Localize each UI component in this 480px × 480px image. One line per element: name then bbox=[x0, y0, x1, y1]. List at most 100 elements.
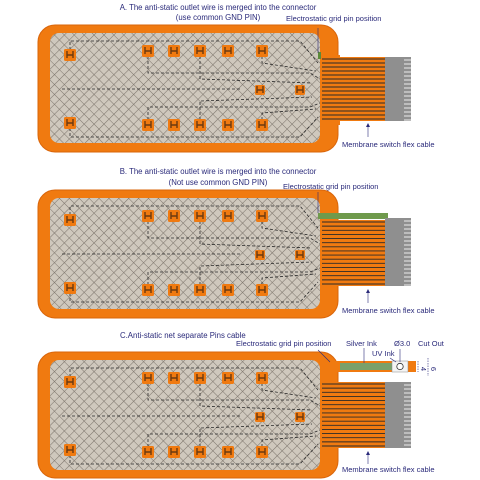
panel-c-dim-4: 4 bbox=[419, 367, 428, 371]
key-contact-pad bbox=[222, 210, 234, 222]
connector-tooth bbox=[404, 232, 411, 234]
key-contact-pad bbox=[142, 210, 154, 222]
key-contact-pad bbox=[194, 446, 206, 458]
panel-a-title: A. The anti-static outlet wire is merged… bbox=[120, 3, 317, 12]
key-contact-pad bbox=[255, 85, 265, 95]
key-contact-pad bbox=[295, 85, 305, 95]
circuit-trace bbox=[261, 108, 317, 125]
circuit-trace bbox=[147, 51, 321, 80]
connector-tooth bbox=[404, 71, 411, 73]
circuit-trace bbox=[69, 443, 319, 465]
connector-tooth bbox=[404, 83, 411, 85]
panel-a-mesh-grid bbox=[50, 33, 320, 143]
key-contact-pad bbox=[194, 45, 206, 57]
key-contact-pad bbox=[168, 372, 180, 384]
panel-b-cable-label: Membrane switch flex cable bbox=[342, 306, 435, 315]
connector-tooth bbox=[404, 280, 411, 282]
circuit-trace bbox=[199, 51, 313, 84]
key-contact-pad bbox=[194, 210, 206, 222]
key-contact-pad bbox=[168, 210, 180, 222]
circuit-trace bbox=[261, 51, 317, 72]
key-contact-pad bbox=[255, 250, 265, 260]
key-contact-pad bbox=[142, 372, 154, 384]
panel-c-pads bbox=[64, 372, 305, 458]
connector-tooth bbox=[404, 87, 411, 89]
key-contact-pad bbox=[194, 372, 206, 384]
panel-a-subtitle: (use common GND PIN) bbox=[176, 13, 261, 22]
connector-tooth bbox=[404, 428, 411, 430]
circuit-trace bbox=[199, 423, 313, 452]
circuit-trace bbox=[147, 102, 321, 125]
connector-tooth bbox=[404, 228, 411, 230]
connector-tooth bbox=[404, 95, 411, 97]
panel-c-hole-label: Ø3.0 bbox=[394, 339, 410, 348]
panel-c-mesh-grid bbox=[50, 360, 320, 470]
panel-c-grid-pin-label: Electrostatic grid pin position bbox=[236, 339, 331, 348]
connector-tooth bbox=[404, 119, 411, 121]
panel-c-silver-ink-label: Silver Ink bbox=[346, 339, 377, 348]
panel-b-grid-pin-label: Electrostatic grid pin position bbox=[283, 182, 378, 191]
connector-tooth bbox=[404, 404, 411, 406]
key-contact-pad bbox=[256, 119, 268, 131]
key-contact-pad bbox=[64, 214, 76, 226]
connector-tooth bbox=[404, 284, 411, 286]
connector-tooth bbox=[404, 396, 411, 398]
panel-a-traces bbox=[62, 40, 321, 138]
connector-tooth bbox=[404, 103, 411, 105]
circuit-trace bbox=[69, 40, 319, 64]
connector-tooth bbox=[404, 388, 411, 390]
key-contact-pad bbox=[295, 250, 305, 260]
connector-tooth bbox=[404, 400, 411, 402]
panel-a-flex-tail bbox=[320, 57, 386, 121]
key-contact-pad bbox=[64, 117, 76, 129]
key-contact-pad bbox=[256, 446, 268, 458]
panel-c-dim-6: 6 bbox=[429, 367, 438, 371]
connector-tooth bbox=[404, 75, 411, 77]
panel-b-mesh-grid bbox=[50, 198, 320, 309]
panel-a-grid-pin-label: Electrostatic grid pin position bbox=[286, 14, 381, 23]
connector-tooth bbox=[404, 236, 411, 238]
connector-tooth bbox=[404, 272, 411, 274]
circuit-trace bbox=[147, 216, 321, 245]
circuit-trace bbox=[69, 116, 319, 138]
connector-tooth bbox=[404, 59, 411, 61]
connector-tooth bbox=[404, 424, 411, 426]
connector-tooth bbox=[404, 79, 411, 81]
key-contact-pad bbox=[222, 446, 234, 458]
panel-b-flex-tail bbox=[320, 220, 386, 286]
connector-tooth bbox=[404, 224, 411, 226]
key-contact-pad bbox=[256, 45, 268, 57]
panel-c-hole bbox=[396, 362, 404, 371]
connector-tooth bbox=[404, 256, 411, 258]
circuit-trace bbox=[199, 216, 313, 249]
key-contact-pad bbox=[142, 119, 154, 131]
panel-b: B. The anti-static outlet wire is merged… bbox=[37, 167, 435, 319]
key-contact-pad bbox=[168, 284, 180, 296]
connector-tooth bbox=[404, 440, 411, 442]
connector-tooth bbox=[404, 115, 411, 117]
key-contact-pad bbox=[222, 45, 234, 57]
circuit-trace bbox=[261, 273, 317, 290]
panel-c: C.Anti-static net separate Pins cable El… bbox=[37, 331, 445, 479]
panel-c-title: C.Anti-static net separate Pins cable bbox=[120, 331, 246, 340]
connector-teeth bbox=[404, 384, 411, 446]
circuit-trace bbox=[147, 429, 321, 452]
connector-tooth bbox=[404, 111, 411, 113]
key-contact-pad bbox=[256, 284, 268, 296]
connector-tooth bbox=[404, 268, 411, 270]
key-contact-pad bbox=[64, 282, 76, 294]
connector-tooth bbox=[404, 276, 411, 278]
connector-tooth bbox=[404, 392, 411, 394]
key-contact-pad bbox=[255, 412, 265, 422]
panel-b-traces bbox=[62, 205, 321, 303]
connector-tooth bbox=[404, 244, 411, 246]
key-contact-pad bbox=[168, 45, 180, 57]
connector-tooth bbox=[404, 432, 411, 434]
connector-tooth bbox=[404, 248, 411, 250]
connector-tooth bbox=[404, 420, 411, 422]
connector-tooth bbox=[404, 220, 411, 222]
panel-b-grid-pin-strip bbox=[318, 213, 388, 219]
panel-a: A. The anti-static outlet wire is merged… bbox=[37, 3, 435, 153]
panel-c-cut-out-label: Cut Out bbox=[418, 339, 445, 348]
connector-tooth bbox=[404, 260, 411, 262]
